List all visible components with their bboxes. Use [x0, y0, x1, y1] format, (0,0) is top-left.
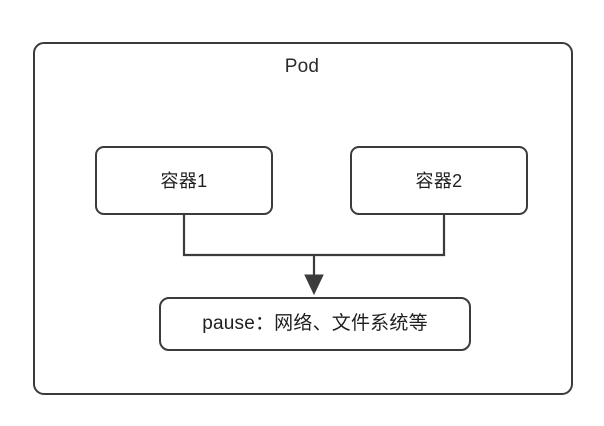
pod-title-label: Pod: [284, 56, 320, 77]
container1-label: 容器1: [160, 170, 208, 191]
pause-container-box[interactable]: pause：网络、文件系统等: [159, 297, 471, 351]
container1-box[interactable]: 容器1: [95, 146, 273, 215]
container2-label: 容器2: [415, 170, 463, 191]
container2-box[interactable]: 容器2: [350, 146, 528, 215]
pause-container-label: pause：网络、文件系统等: [202, 313, 428, 334]
